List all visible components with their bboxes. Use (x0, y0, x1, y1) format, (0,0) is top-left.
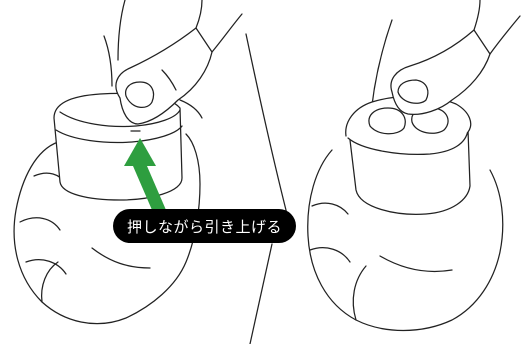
lift-arrow (124, 138, 166, 210)
pressing-thumb (115, 27, 213, 125)
arrow-head (124, 138, 156, 166)
earbud-left (368, 107, 406, 135)
holding-finger-3 (25, 259, 67, 275)
thumb-nail (124, 81, 155, 108)
pressing-finger (179, 99, 203, 119)
case-lid-top (59, 109, 181, 128)
right-holding-hand-outline (307, 149, 504, 332)
right-holding-finger-1 (311, 202, 349, 215)
background-line-lower (249, 243, 273, 344)
instruction-label: 押しながら引き上げる (113, 209, 296, 243)
left-panel (13, 0, 290, 344)
right-thumb-nail (397, 79, 429, 104)
pressing-forearm-lower (211, 13, 243, 53)
right-holding-finger-2 (309, 247, 351, 263)
pressing-hand (115, 0, 243, 125)
case-lid-seam (55, 125, 183, 144)
pressing-forearm (195, 0, 203, 29)
right-panel (307, 0, 521, 332)
right-pressing-forearm-lower (489, 15, 521, 55)
right-palm-crease (379, 255, 453, 273)
right-pressing-forearm (473, 0, 481, 31)
right-pressing-thumb (390, 29, 491, 116)
thumb-knuckle (161, 69, 177, 91)
right-pressing-hand (390, 0, 521, 116)
upper-forearm (117, 0, 126, 61)
right-holding-thumb (352, 265, 367, 321)
arrow-shaft (133, 166, 166, 210)
holding-thumb (40, 261, 59, 303)
background-line (245, 33, 290, 223)
upper-wrist (103, 35, 113, 87)
opened-case-rim (347, 129, 469, 155)
holding-palm-crease (91, 247, 151, 269)
opened-case-body (349, 129, 471, 215)
holding-finger-2 (19, 217, 61, 231)
holding-hand-outline (13, 133, 201, 325)
